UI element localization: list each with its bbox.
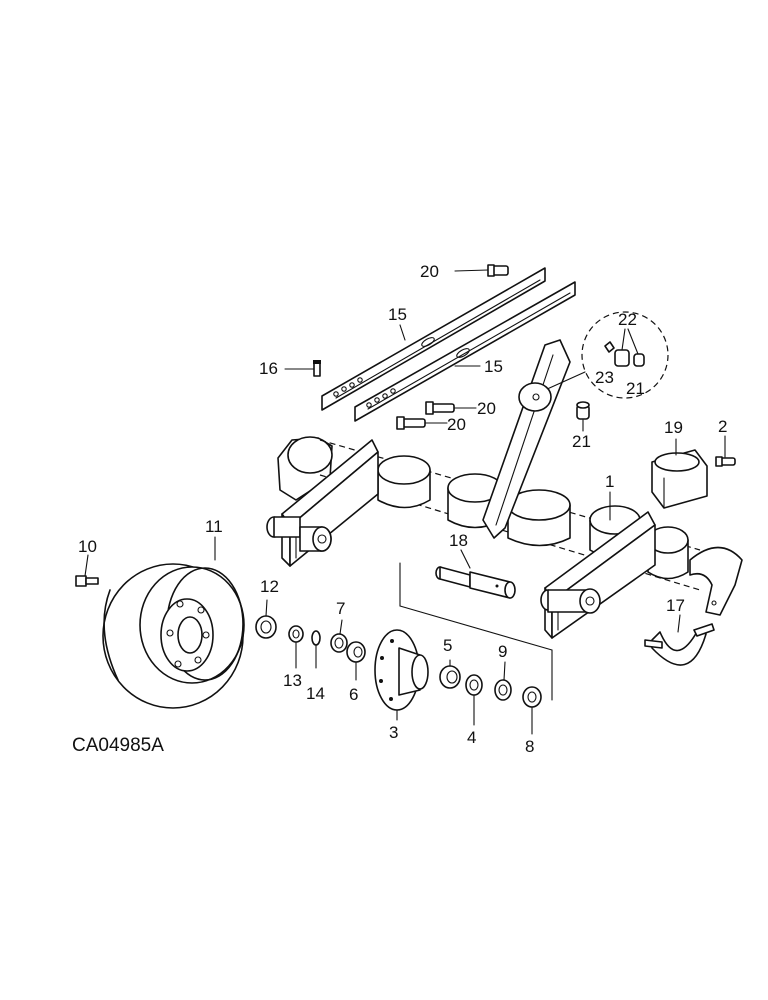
callout-9: 9 xyxy=(498,642,507,661)
callout-19: 19 xyxy=(664,418,683,437)
callout-11: 11 xyxy=(205,517,223,536)
hub-part-3 xyxy=(374,629,429,711)
callout-5: 5 xyxy=(443,636,452,655)
seal-part-12 xyxy=(255,615,277,639)
bolt-part-16 xyxy=(313,360,321,377)
callout-13: 13 xyxy=(283,671,302,690)
washer-part-9 xyxy=(494,679,512,701)
callout-2: 2 xyxy=(718,417,727,436)
callout-14: 14 xyxy=(306,684,325,703)
callout-17: 17 xyxy=(666,596,685,615)
callout-15a: 15 xyxy=(388,305,407,324)
callout-10: 10 xyxy=(78,537,97,556)
callout-21a: 21 xyxy=(626,379,645,398)
callout-23: 23 xyxy=(595,368,614,387)
bolt-part-20-lower xyxy=(396,416,426,430)
callout-3: 3 xyxy=(389,723,398,742)
bolt-part-20-top xyxy=(487,264,509,277)
cone-part-4 xyxy=(465,674,483,696)
callout-6: 6 xyxy=(349,685,358,704)
leader-lines xyxy=(84,269,726,735)
bearing-part-13 xyxy=(288,625,304,643)
washer-part-14 xyxy=(311,630,321,646)
sleeve-part-21 xyxy=(576,401,590,420)
figure-code: CA04985A xyxy=(72,735,164,756)
callout-7: 7 xyxy=(336,599,345,618)
wheel-part-11 xyxy=(102,563,245,709)
cone-part-7 xyxy=(330,633,348,653)
callout-21b: 21 xyxy=(572,432,591,451)
callout-15b: 15 xyxy=(484,357,503,376)
strap-part-15-upper xyxy=(321,267,546,411)
cup-part-6 xyxy=(346,641,366,663)
callout-1: 1 xyxy=(605,472,614,491)
callout-18: 18 xyxy=(449,531,468,550)
clamp-part-19 xyxy=(651,449,708,509)
callout-20c: 20 xyxy=(447,415,466,434)
callout-labels: 1 2 3 4 5 6 7 8 9 10 11 12 13 14 15 15 1… xyxy=(78,262,727,756)
axle-frame-part-1 xyxy=(266,339,743,639)
cup-part-5 xyxy=(439,665,461,689)
callout-22: 22 xyxy=(618,310,637,329)
nut-part-8 xyxy=(522,686,542,708)
bolt-part-20-middle xyxy=(425,401,455,415)
callout-8: 8 xyxy=(525,737,534,756)
lug-bolt-part-10 xyxy=(75,575,99,587)
clamp-part-17 xyxy=(644,623,715,666)
callout-16: 16 xyxy=(259,359,278,378)
callout-4: 4 xyxy=(467,728,476,747)
spindle-part-18 xyxy=(399,562,553,701)
callout-12: 12 xyxy=(260,577,279,596)
bolt-part-2 xyxy=(715,456,736,467)
detail-view xyxy=(518,311,669,412)
callout-20a: 20 xyxy=(420,262,439,281)
strap-part-15-lower xyxy=(354,281,576,422)
callout-20b: 20 xyxy=(477,399,496,418)
